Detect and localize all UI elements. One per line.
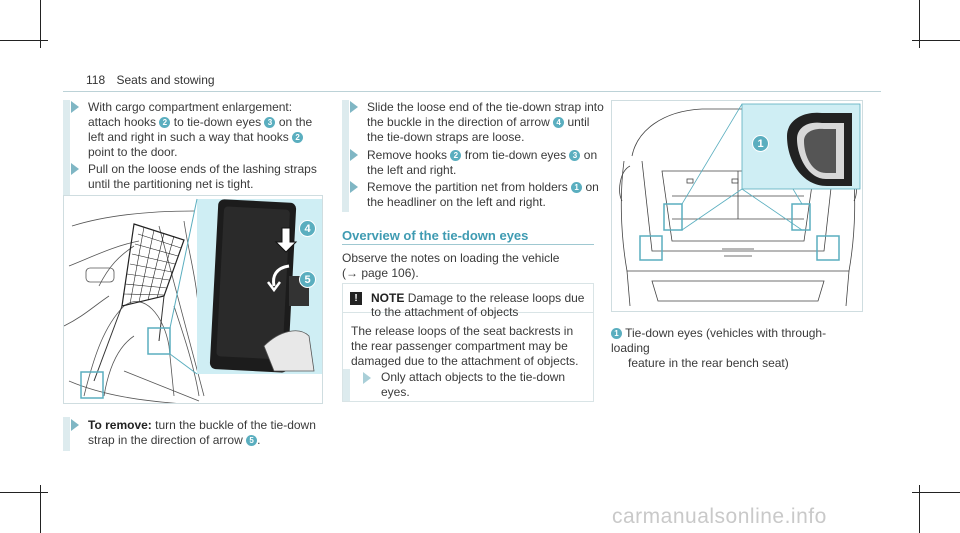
page-reference-link[interactable]: (→ page 106). <box>342 266 419 280</box>
arrow-4-icon <box>274 227 298 253</box>
step-text: the tie-down straps are loose. <box>367 130 525 144</box>
callout-3-icon: 3 <box>569 150 581 161</box>
crop-mark <box>919 485 920 533</box>
crop-mark <box>912 492 960 493</box>
tie-down-eye-illustration <box>787 112 852 186</box>
section-rule <box>342 244 594 245</box>
page-header: 118 Seats and stowing <box>86 73 215 87</box>
callout-5-icon: 5 <box>299 271 316 288</box>
cargo-compartment-illustration <box>619 103 861 307</box>
note-box: ! NOTE Damage to the release loops due t… <box>342 283 594 402</box>
figure-tie-down-eyes: 1 <box>611 100 863 312</box>
crop-mark <box>0 40 48 41</box>
warning-icon: ! <box>350 292 362 305</box>
partition-net-illustration <box>64 198 322 403</box>
step-bar <box>63 100 70 196</box>
section-title: Overview of the tie-down eyes <box>342 228 529 243</box>
callout-5-icon: 5 <box>246 435 258 446</box>
callout-frame <box>791 203 811 231</box>
step-text: strap in the direction of arrow 5. <box>88 433 261 447</box>
step-text: attach hooks 2 to tie-down eyes 3 on the <box>88 115 313 129</box>
step-arrow-icon <box>350 101 358 113</box>
step-text: the buckle in the direction of arrow 4 u… <box>367 115 590 129</box>
net-mesh <box>121 223 185 307</box>
step-arrow-icon <box>71 163 79 175</box>
figure-partition-net: 4 5 <box>63 195 323 404</box>
note-body: The release loops of the seat backrests … <box>351 324 579 368</box>
callout-frame <box>663 203 683 231</box>
observe-text: Observe the notes on loading the vehicle… <box>342 251 594 281</box>
step-text: With cargo compartment enlargement: <box>88 100 293 114</box>
callout-frame <box>80 371 104 399</box>
figure-legend: 1 Tie-down eyes (vehicles with through-l… <box>611 326 863 371</box>
step-slide-strap: Slide the loose end of the tie-down stra… <box>367 100 607 145</box>
crop-mark <box>40 485 41 533</box>
step-bar <box>343 369 350 401</box>
crop-mark <box>0 492 48 493</box>
step-arrow-icon <box>350 181 358 193</box>
callout-4-icon: 4 <box>553 117 565 128</box>
step-text: the headliner on the left and right. <box>367 195 546 209</box>
step-pull-straps: Pull on the loose ends of the lashing st… <box>88 162 328 192</box>
section-name: Seats and stowing <box>116 73 215 87</box>
step-attach-hooks: With cargo compartment enlargement: atta… <box>88 100 328 160</box>
step-arrow-icon <box>350 149 358 161</box>
note-headline: NOTE Damage to the release loops due to … <box>371 291 585 319</box>
step-arrow-icon <box>71 101 79 113</box>
callout-frame <box>816 235 840 261</box>
step-remove: To remove: turn the buckle of the tie-do… <box>88 418 328 448</box>
note-action: Only attach objects to the tie-down eyes… <box>381 370 566 399</box>
crop-mark <box>40 0 41 48</box>
legend-line: feature in the rear bench seat) <box>628 356 789 370</box>
note-header: ! NOTE Damage to the release loops due t… <box>343 284 593 319</box>
step-bar <box>342 100 349 212</box>
crop-mark <box>919 0 920 48</box>
step-arrow-icon <box>363 372 371 384</box>
step-text: Remove hooks 2 from tie-down eyes 3 on <box>367 148 598 162</box>
callout-4-icon: 4 <box>299 220 316 237</box>
callout-1-icon: 1 <box>611 328 622 339</box>
callout-2-icon: 2 <box>159 117 171 128</box>
callout-2-icon: 2 <box>292 132 304 143</box>
step-remove-hooks: Remove hooks 2 from tie-down eyes 3 on t… <box>367 148 607 178</box>
callout-frame <box>639 235 663 261</box>
step-text: Slide the loose end of the tie-down stra… <box>367 100 604 114</box>
callout-2-icon: 2 <box>450 150 462 161</box>
callout-3-icon: 3 <box>264 117 276 128</box>
step-text: the left and right. <box>367 163 457 177</box>
step-bar <box>63 417 70 451</box>
callout-1-icon: 1 <box>571 182 583 193</box>
crop-mark <box>912 40 960 41</box>
step-text: point to the door. <box>88 145 178 159</box>
step-remove-net: Remove the partition net from holders 1 … <box>367 180 607 210</box>
step-text: until the partitioning net is tight. <box>88 177 254 191</box>
header-rule <box>63 91 881 92</box>
callout-frame <box>147 327 171 355</box>
step-text: To remove: turn the buckle of the tie-do… <box>88 418 316 432</box>
observe-line: Observe the notes on loading the vehicle <box>342 251 560 265</box>
legend-line: 1 Tie-down eyes (vehicles with through-l… <box>611 326 827 355</box>
watermark: carmanualsonline.info <box>612 505 827 528</box>
step-text: left and right in such a way that hooks … <box>88 130 328 145</box>
page-number: 118 <box>86 73 106 87</box>
callout-1-icon: 1 <box>752 135 769 152</box>
step-text: Remove the partition net from holders 1 … <box>367 180 599 194</box>
step-text: Pull on the loose ends of the lashing st… <box>88 162 317 176</box>
step-arrow-icon <box>71 419 79 431</box>
arrow-5-icon <box>267 264 290 293</box>
